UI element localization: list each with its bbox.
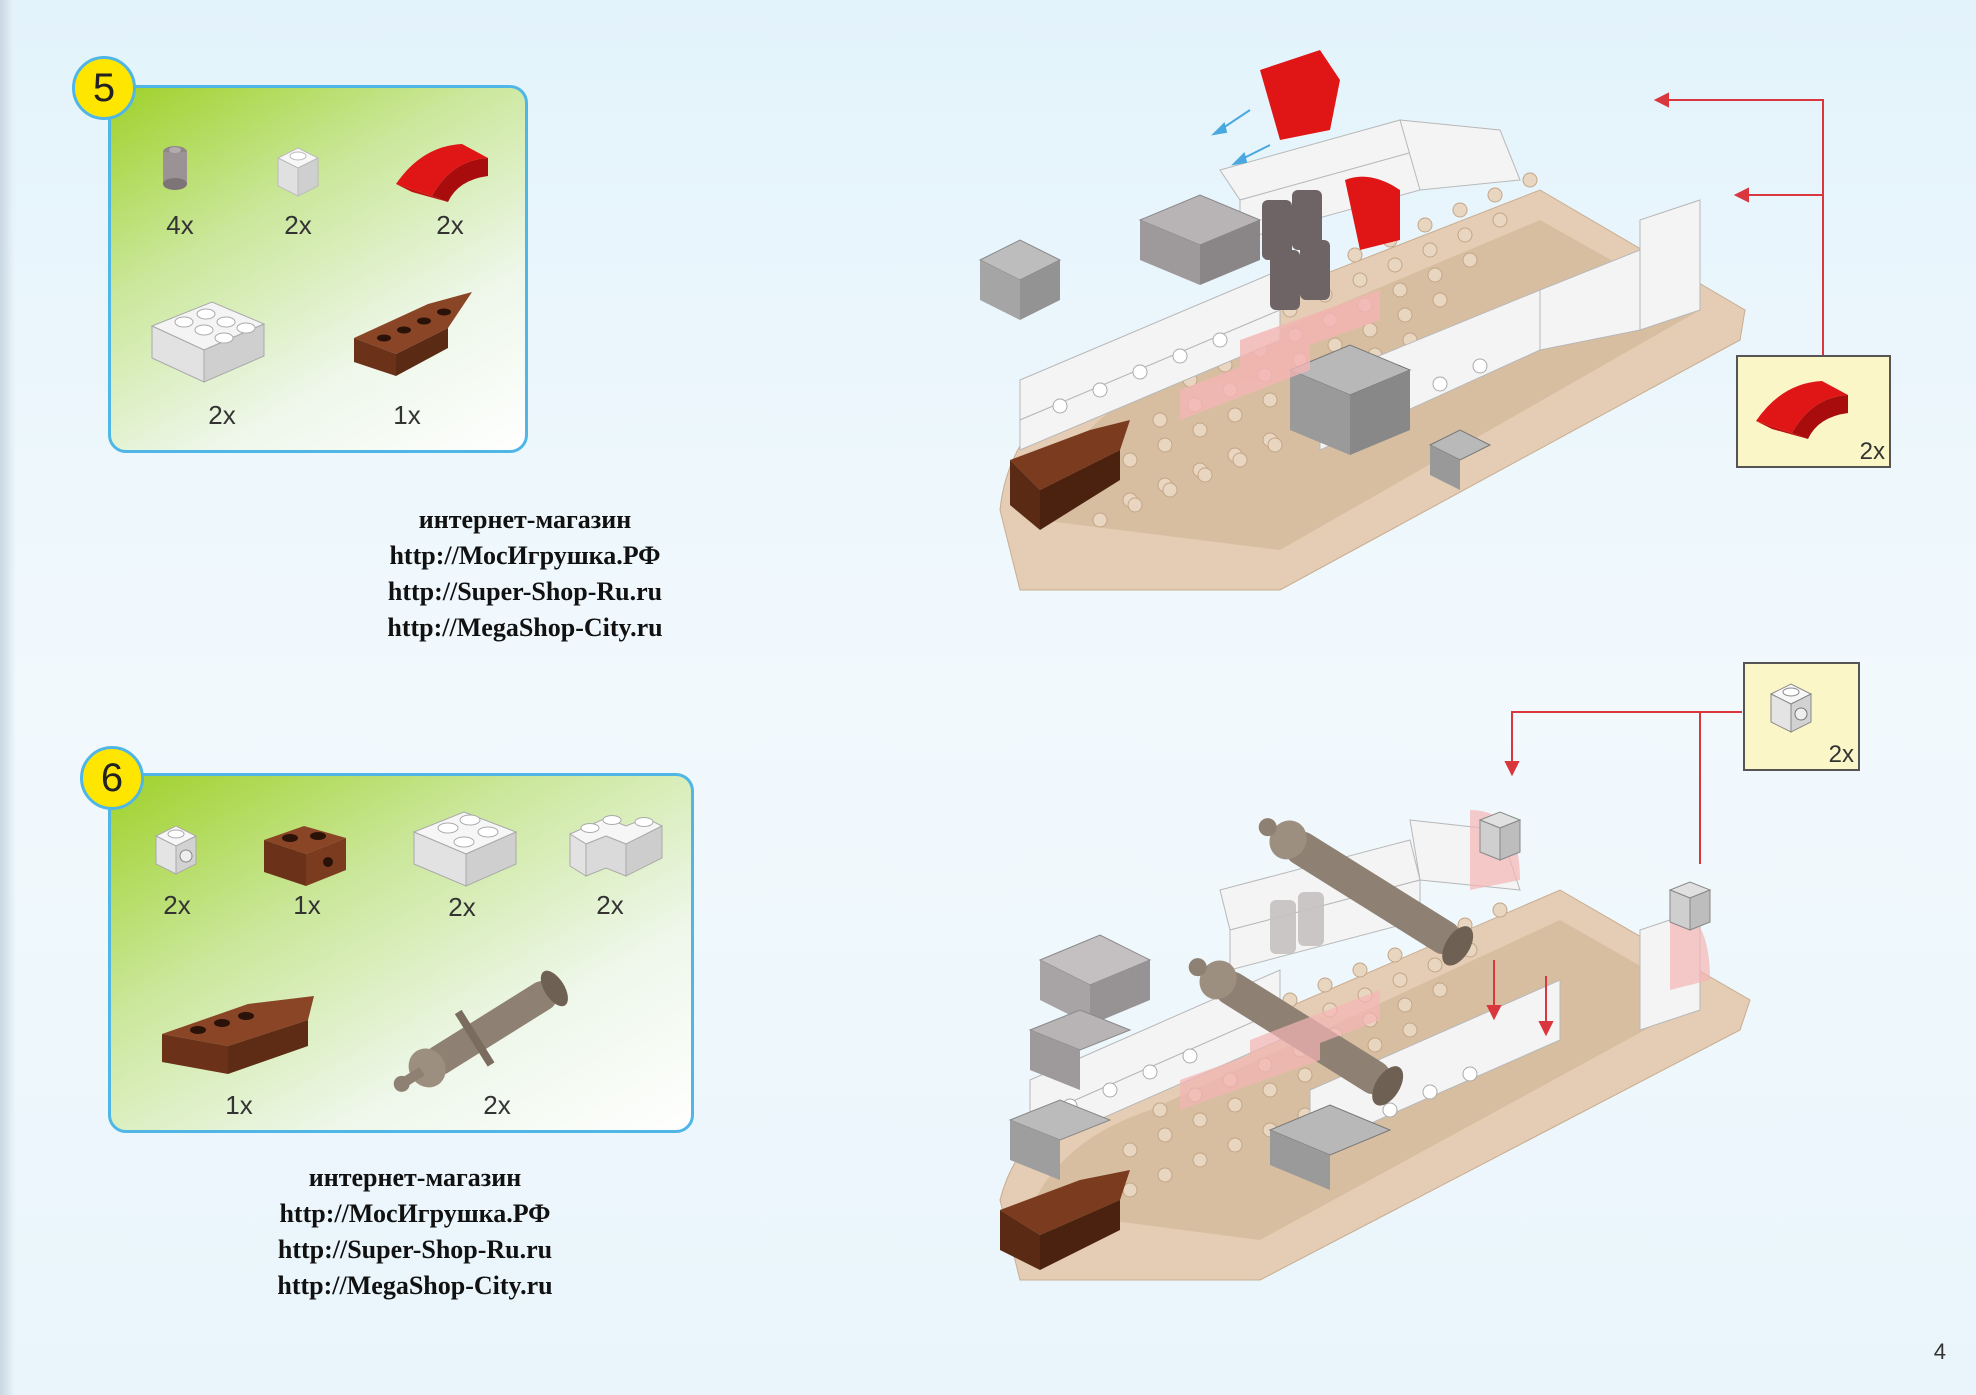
shop-link-2[interactable]: http://Super-Shop-Ru.ru (387, 577, 663, 606)
red-curved-slope-icon (396, 144, 488, 202)
step-6-part-3-qty: 2x (448, 892, 476, 922)
step-6-build-illustration (999, 810, 1751, 1281)
brown-wedge-brick-icon (354, 292, 472, 376)
step-6-part-5-qty: 1x (225, 1090, 253, 1120)
shop-link-2[interactable]: http://Super-Shop-Ru.ru (277, 1235, 553, 1264)
white-corner-brick-icon (568, 815, 664, 877)
step-6-part-1-qty: 2x (163, 890, 191, 920)
white-1x1-brick-icon (276, 147, 320, 197)
brown-side-stud-brick-icon (264, 826, 346, 886)
gray-round-stud-brick-icon (163, 146, 187, 190)
step-6-callout-qty: 2x (1828, 741, 1854, 768)
brown-wedge-plate-icon (162, 996, 314, 1074)
shop-title: интернет-магазин (418, 505, 632, 534)
white-2x3-brick-icon (150, 301, 266, 383)
white-headlight-brick-icon (154, 825, 198, 875)
cannon-icon (393, 970, 568, 1092)
shop-link-1[interactable]: http://МосИгрушка.РФ (389, 541, 661, 570)
shop-link-3[interactable]: http://MegaShop-City.ru (387, 613, 663, 642)
shop-link-1[interactable]: http://МосИгрушка.РФ (279, 1199, 551, 1228)
step-5-part-1-qty: 4x (166, 210, 194, 240)
shop-info-block-1: интернет-магазин http://МосИгрушка.РФ ht… (360, 502, 690, 646)
shop-title: интернет-магазин (308, 1163, 522, 1192)
step-6-callout-box: 2x (1743, 662, 1860, 771)
step-5-badge: 5 (72, 56, 136, 120)
step-5-part-4-qty: 2x (208, 400, 236, 430)
step-6-part-6-qty: 2x (483, 1090, 511, 1120)
white-headlight-brick-icon (1769, 683, 1813, 733)
step-5-part-2-qty: 2x (284, 210, 312, 240)
page-fold-shadow (0, 0, 16, 1395)
step-5-build-illustration (978, 50, 1746, 591)
step-5-callout-qty: 2x (1859, 438, 1885, 465)
step-5-part-3-qty: 2x (436, 210, 464, 240)
step-6-placement-arrows (1504, 711, 1742, 864)
white-2x2-brick-icon (412, 811, 518, 887)
red-curved-slope-icon (1756, 381, 1848, 439)
step-5-part-5-qty: 1x (393, 400, 421, 430)
step-6-badge: 6 (80, 746, 144, 810)
shop-info-block-2: интернет-магазин http://МосИгрушка.РФ ht… (250, 1160, 580, 1304)
step-5-placement-arrows (1653, 92, 1824, 358)
step-5-callout-box: 2x (1736, 355, 1891, 468)
step-6-part-4-qty: 2x (596, 890, 624, 920)
shop-link-3[interactable]: http://MegaShop-City.ru (277, 1271, 553, 1300)
page-number: 4 (1933, 1339, 1946, 1364)
step-6-part-2-qty: 1x (293, 890, 321, 920)
